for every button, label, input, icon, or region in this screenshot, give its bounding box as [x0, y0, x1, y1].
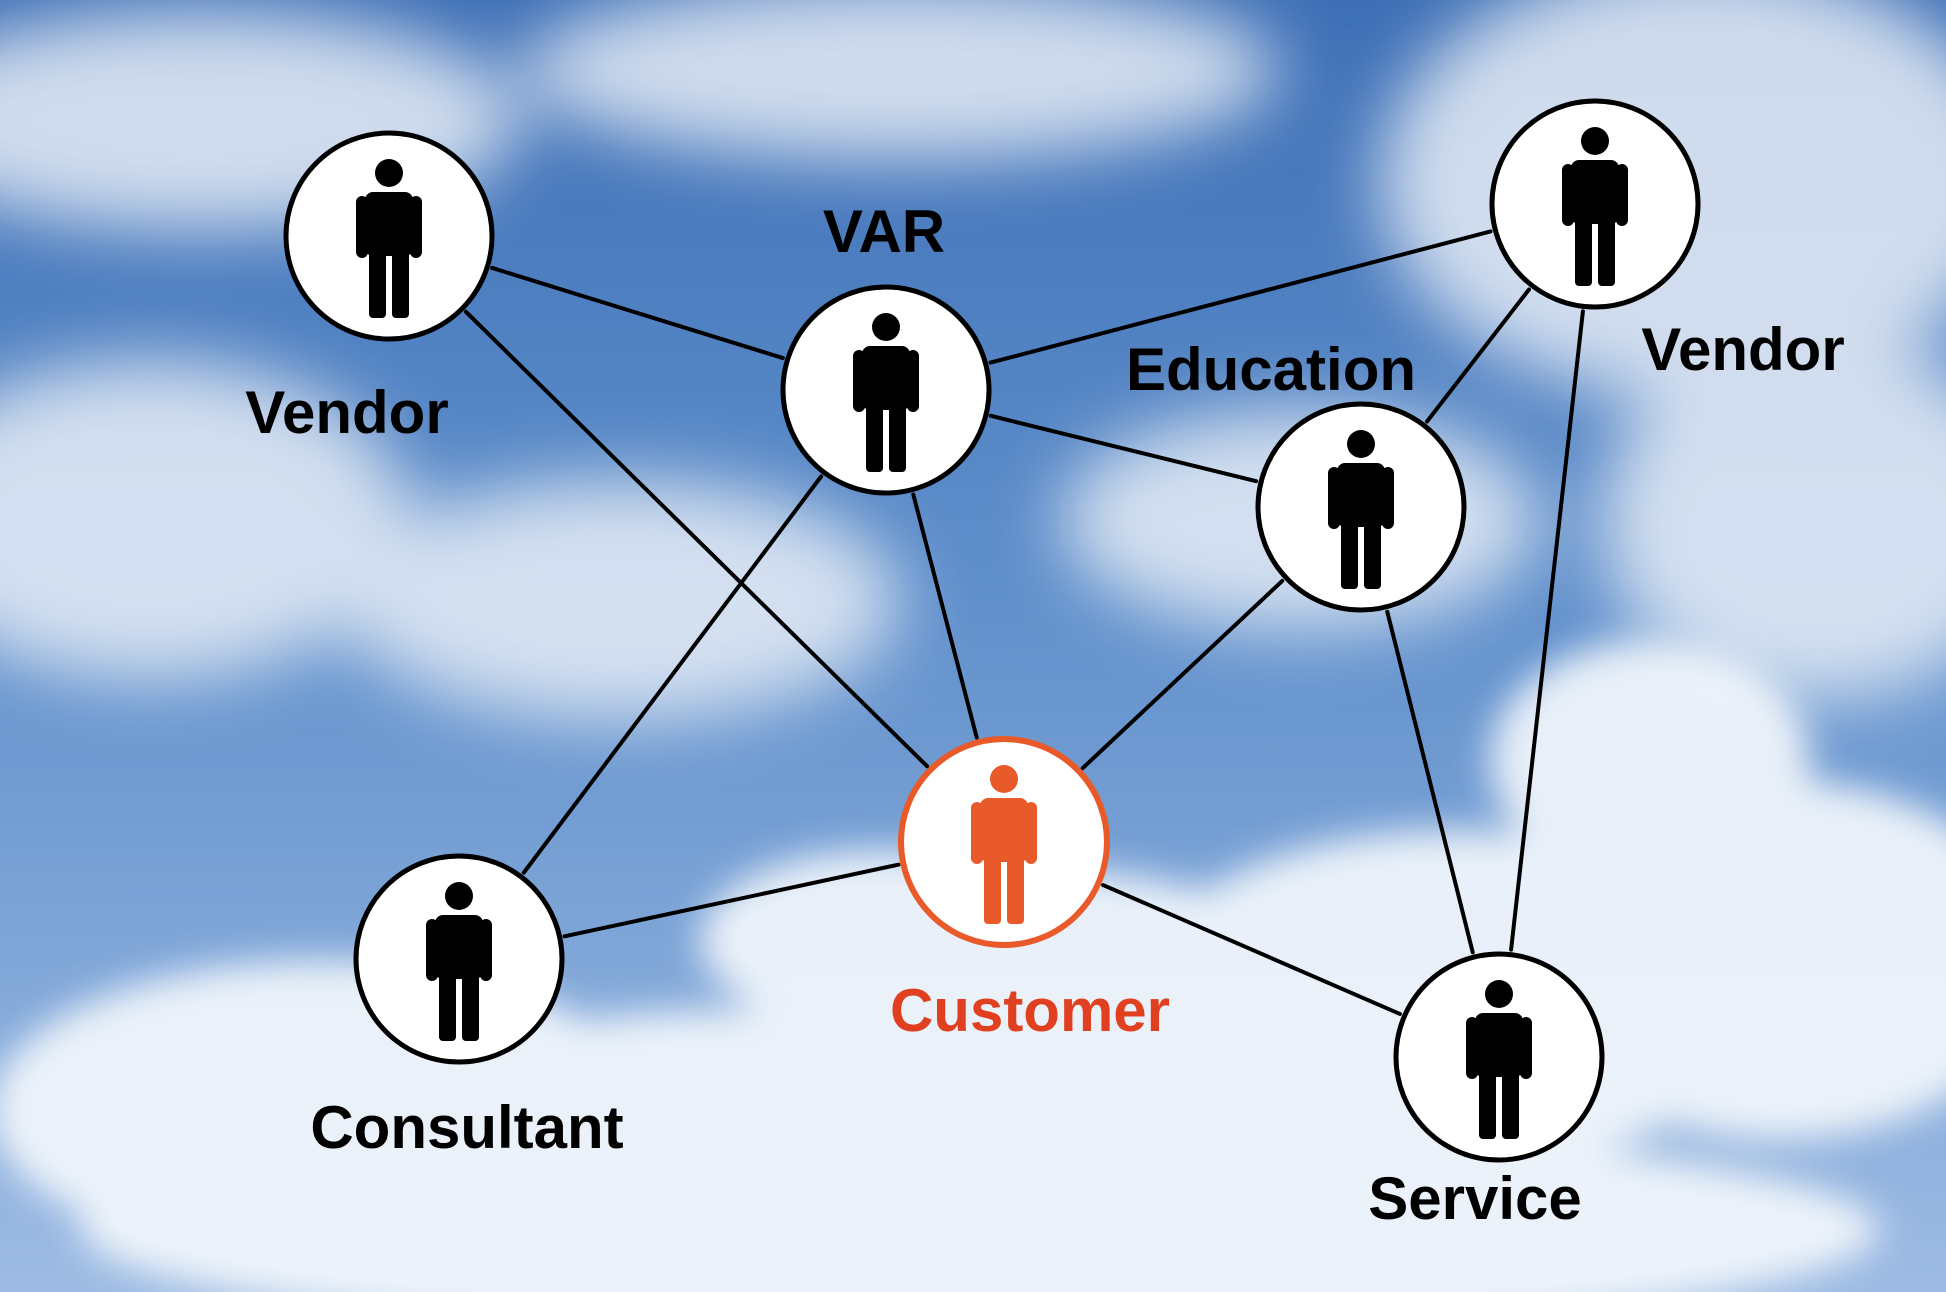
- label-customer: Customer: [890, 977, 1170, 1044]
- person-icon: [1562, 127, 1628, 286]
- node-consultant[interactable]: [353, 853, 565, 1065]
- edge-var-consultant: [521, 474, 824, 875]
- person-icon: [971, 765, 1037, 924]
- label-consultant: Consultant: [310, 1094, 623, 1161]
- person-icon: [1328, 430, 1394, 589]
- edge-vendor-right-service: [1509, 309, 1585, 952]
- edge-vendor-right-education: [1425, 287, 1531, 424]
- person-icon: [356, 159, 422, 318]
- edge-education-customer: [1080, 578, 1285, 771]
- node-vendor-left[interactable]: [283, 130, 495, 342]
- edge-vendor-left-customer: [463, 309, 930, 769]
- node-vendor-right[interactable]: [1489, 98, 1701, 310]
- person-icon: [1466, 980, 1532, 1139]
- edge-var-vendor-right: [988, 229, 1493, 365]
- edge-var-education: [988, 413, 1259, 484]
- label-education: Education: [1126, 336, 1416, 403]
- label-service: Service: [1368, 1165, 1582, 1232]
- edge-education-service: [1385, 609, 1475, 955]
- node-service[interactable]: [1393, 951, 1605, 1163]
- labels: Vendor VAR Vendor Education Customer Con…: [245, 198, 1844, 1232]
- node-customer[interactable]: [898, 736, 1110, 948]
- edge-customer-service: [1101, 883, 1402, 1016]
- edge-vendor-left-var: [490, 265, 785, 361]
- edge-var-customer: [911, 492, 979, 740]
- connection-lines: [463, 229, 1585, 1016]
- edge-customer-consultant: [562, 862, 901, 939]
- nodes: [283, 98, 1701, 1163]
- label-var: VAR: [823, 198, 945, 265]
- person-icon: [426, 882, 492, 1041]
- label-vendor-right: Vendor: [1641, 316, 1844, 383]
- node-education[interactable]: [1255, 401, 1467, 613]
- label-vendor-left: Vendor: [245, 379, 448, 446]
- node-var[interactable]: [780, 284, 992, 496]
- person-icon: [853, 313, 919, 472]
